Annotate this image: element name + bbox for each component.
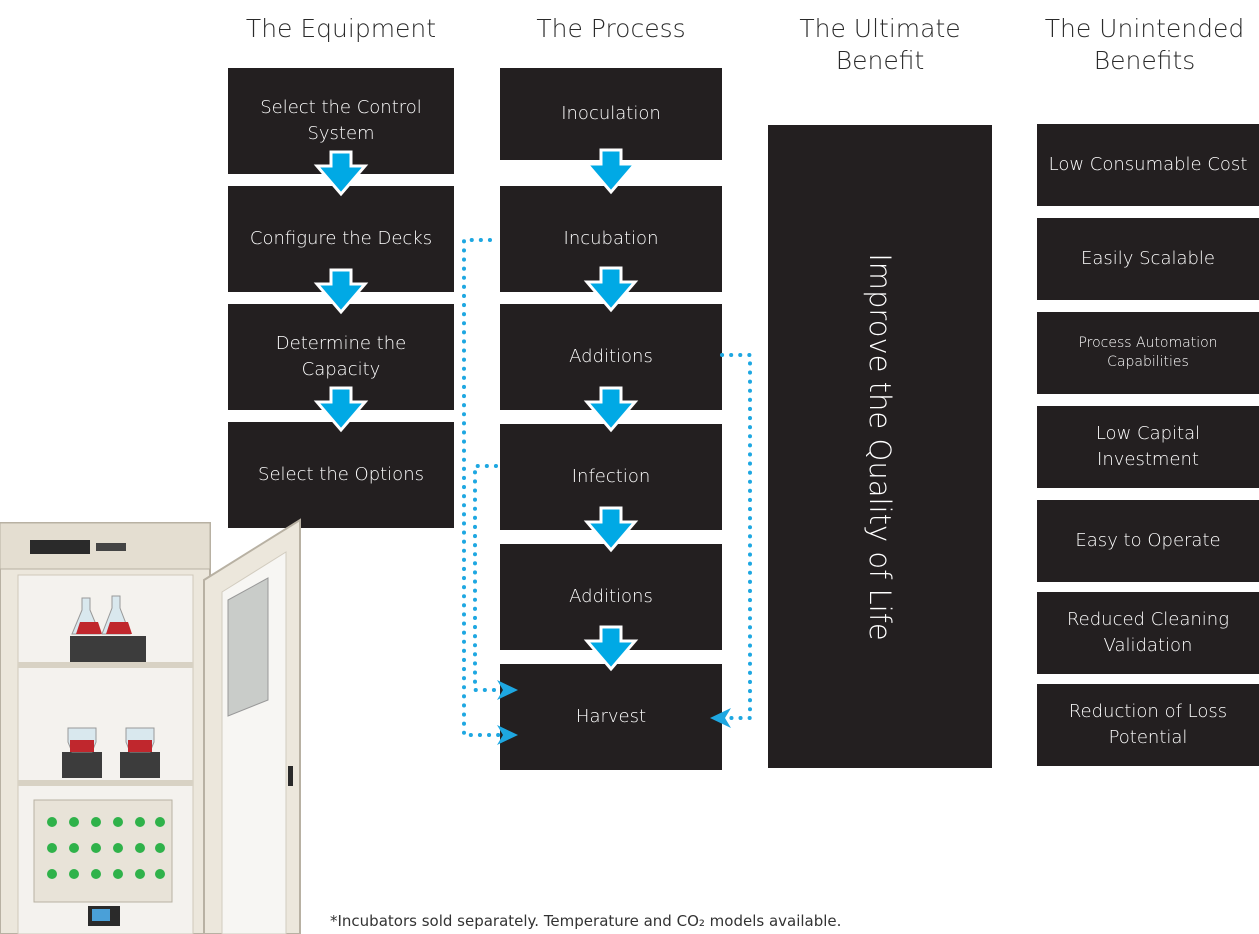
header-unintended-benefits: The Unintended Benefits [1044,14,1245,75]
benefit-reduced-cleaning-validation: Reduced Cleaning Validation [1037,592,1259,674]
down-arrow-icon [315,386,367,432]
benefit-reduction-of-loss: Reduction of Loss Potential [1037,684,1259,766]
dotted-connector-infection [473,464,502,692]
benefit-process-automation: Process Automation Capabilities [1037,312,1259,394]
process-step-inoculation: Inoculation [500,68,722,160]
footnote: *Incubators sold separately. Temperature… [330,912,842,930]
arrowhead-icon [497,680,518,700]
equipment-step-control-system: Select the Control System [228,68,454,174]
benefit-easily-scalable: Easily Scalable [1037,218,1259,300]
ultimate-benefit-box: Improve the Quality of Life [768,125,992,768]
down-arrow-icon [315,268,367,314]
header-process: The Process [536,14,686,43]
down-arrow-icon [585,148,637,194]
arrowhead-icon [497,725,518,745]
benefit-easy-to-operate: Easy to Operate [1037,500,1259,582]
process-step-harvest: Harvest [500,664,722,770]
benefit-low-capital-investment: Low Capital Investment [1037,406,1259,488]
header-equipment: The Equipment [245,14,437,43]
header-ultimate-benefit: The Ultimate Benefit [799,14,961,75]
equipment-step-options: Select the Options [228,422,454,528]
dotted-connector-additions [720,353,752,720]
incubator-image [0,518,301,934]
arrowhead-icon [710,708,731,728]
down-arrow-icon [585,506,637,552]
down-arrow-icon [585,386,637,432]
down-arrow-icon [585,625,637,671]
dotted-connector-incubation [462,238,502,737]
down-arrow-icon [315,150,367,196]
down-arrow-icon [585,266,637,312]
benefit-low-consumable-cost: Low Consumable Cost [1037,124,1259,206]
